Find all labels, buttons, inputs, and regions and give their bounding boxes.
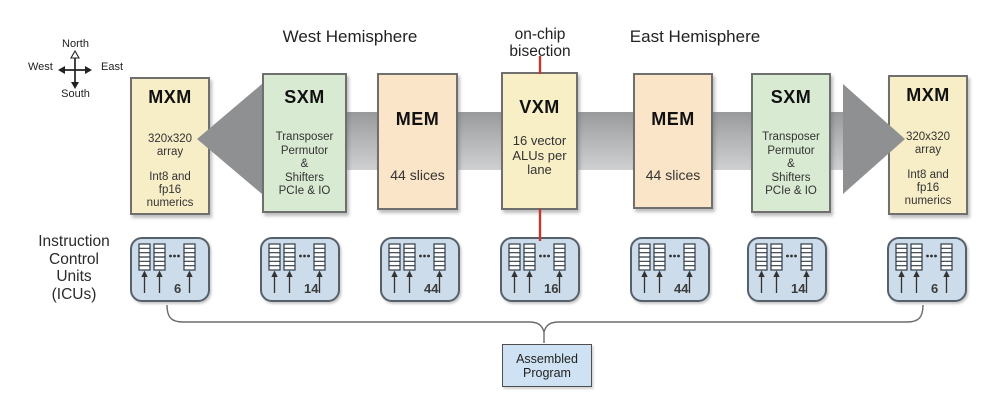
mem-slices-text: 44 slices <box>390 167 445 183</box>
block-title: VXM <box>519 97 560 117</box>
icu-bracket-line <box>166 304 924 343</box>
block-title: MXM <box>906 85 950 105</box>
compass-cross-icon <box>58 50 92 89</box>
compass-south-label: South <box>61 88 90 100</box>
icu-queues-icon <box>384 243 456 295</box>
icu-box-5: 44 <box>630 237 710 302</box>
west-hemisphere-label: West Hemisphere <box>282 27 418 46</box>
icu-count: 6 <box>931 281 939 296</box>
icu-box-4: 16 <box>500 237 580 302</box>
sxm-west-block: SXM Transposer Permutor & Shifters PCIe … <box>262 73 347 213</box>
compass-north-label: North <box>62 38 89 50</box>
icu-box-6: 14 <box>747 237 827 302</box>
east-hemisphere-label: East Hemisphere <box>629 27 761 46</box>
icu-count: 14 <box>791 281 806 296</box>
icu-queues-icon <box>891 243 963 295</box>
icu-queues-icon <box>264 243 336 295</box>
sxm-description: Transposer Permutor & Shifters PCIe & IO <box>275 131 334 197</box>
vxm-block: VXM 16 vector ALUs per lane <box>501 72 578 210</box>
sxm-description: Transposer Permutor & Shifters PCIe & IO <box>762 131 820 197</box>
assembled-program-box: Assembled Program <box>502 344 592 387</box>
on-chip-bisection-label: on-chip bisection <box>509 26 571 60</box>
mem-slices-text: 44 slices <box>645 167 701 183</box>
compass-east-label: East <box>100 61 123 73</box>
mxm-east-block: MXM 320x320 array Int8 and fp16 numerics <box>888 75 968 215</box>
icu-count: 16 <box>544 281 559 296</box>
block-title: MEM <box>651 109 695 129</box>
block-title: MXM <box>148 87 192 107</box>
icu-box-1: 6 <box>130 237 210 302</box>
mxm-numerics-text: Int8 and fp16 numerics <box>146 171 194 209</box>
block-title: SXM <box>284 87 325 107</box>
mxm-array-text: 320x320 array <box>905 131 951 156</box>
mxm-numerics-text: Int8 and fp16 numerics <box>904 169 952 207</box>
icu-box-7: 6 <box>887 237 967 302</box>
mxm-array-text: 320x320 array <box>147 133 193 158</box>
block-title: SXM <box>770 87 812 107</box>
compass-rose: North West East South <box>28 38 123 100</box>
icu-count: 14 <box>304 281 319 296</box>
mxm-west-block: MXM 320x320 array Int8 and fp16 numerics <box>130 77 210 215</box>
icu-queues-icon <box>134 243 206 295</box>
icu-count: 44 <box>424 281 439 296</box>
icu-label: Instruction Control Units (ICUs) <box>38 233 110 303</box>
icu-count: 6 <box>174 281 182 296</box>
icu-queues-icon <box>751 243 823 295</box>
vxm-description: 16 vector ALUs per lane <box>512 133 567 177</box>
mem-east-block: MEM 44 slices <box>633 73 713 209</box>
icu-box-3: 44 <box>380 237 460 302</box>
icu-box-2: 14 <box>260 237 340 302</box>
mem-west-block: MEM 44 slices <box>377 73 458 210</box>
icu-queues-icon <box>634 243 706 295</box>
icu-queues-icon <box>504 243 576 295</box>
icu-count: 44 <box>674 281 689 296</box>
block-title: MEM <box>395 109 440 129</box>
compass-west-label: West <box>28 61 53 73</box>
sxm-east-block: SXM Transposer Permutor & Shifters PCIe … <box>751 73 831 213</box>
